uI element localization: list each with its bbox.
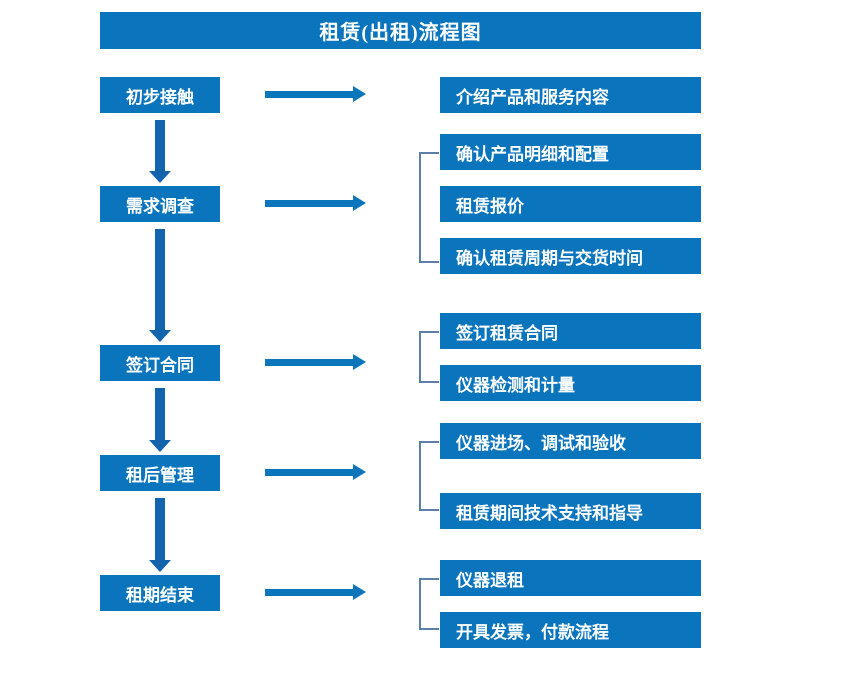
page-title: 租赁(出租)流程图 [100,12,701,49]
stage-box-needs-survey[interactable]: 需求调查 [100,186,220,222]
arrow-head-icon [149,171,171,183]
arrow-head-icon [353,584,366,600]
horizontal-arrow-3 [265,354,366,370]
detail-box-confirm-lease-period[interactable]: 确认租赁周期与交货时间 [440,238,701,274]
arrow-head-icon [149,440,171,452]
stage-box-sign-contract[interactable]: 签订合同 [100,345,220,381]
arrow-head-icon [149,560,171,572]
detail-box-technical-support[interactable]: 租赁期间技术支持和指导 [440,493,701,529]
stage-box-lease-end[interactable]: 租期结束 [100,575,220,611]
horizontal-arrow-2 [265,195,366,211]
horizontal-arrow-1 [265,86,366,102]
detail-box-instrument-return[interactable]: 仪器退租 [440,560,701,596]
detail-box-instrument-installation[interactable]: 仪器进场、调试和验收 [440,423,701,459]
group-bracket-lease-end [419,578,439,630]
stage-box-post-rental-management[interactable]: 租后管理 [100,455,220,491]
horizontal-arrow-4 [265,464,366,480]
group-bracket-needs-survey [419,152,439,263]
arrow-head-icon [149,330,171,342]
vertical-arrow-4 [149,498,171,572]
detail-box-confirm-product-details[interactable]: 确认产品明细和配置 [440,134,701,170]
arrow-head-icon [353,464,366,480]
detail-box-sign-rental-contract[interactable]: 签订租赁合同 [440,313,701,349]
arrow-head-icon [353,195,366,211]
vertical-arrow-3 [149,388,171,452]
vertical-arrow-2 [149,229,171,342]
arrow-head-icon [353,86,366,102]
stage-box-initial-contact[interactable]: 初步接触 [100,77,220,113]
arrow-head-icon [353,354,366,370]
detail-box-instrument-inspection[interactable]: 仪器检测和计量 [440,365,701,401]
detail-box-rental-quotation[interactable]: 租赁报价 [440,186,701,222]
detail-box-invoice-payment[interactable]: 开具发票，付款流程 [440,612,701,648]
group-bracket-contract [419,331,439,383]
group-bracket-post-rental [419,441,439,511]
detail-box-introduce-products[interactable]: 介绍产品和服务内容 [440,77,701,113]
vertical-arrow-1 [149,120,171,183]
horizontal-arrow-5 [265,584,366,600]
